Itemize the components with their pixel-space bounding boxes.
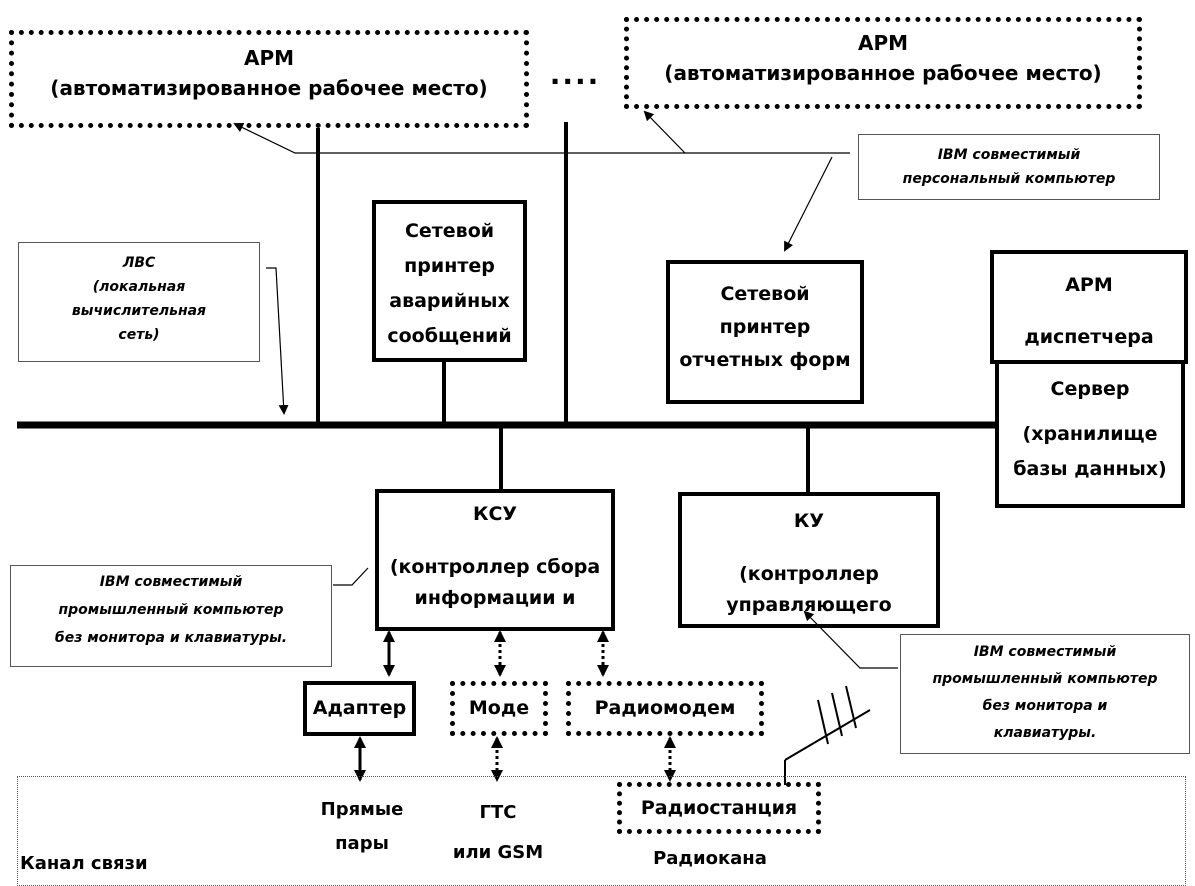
channel-label: Канал связи [20,853,148,874]
arm-dispatcher-line2: диспетчера [1024,326,1154,348]
pointer-pc-arm-right [643,110,686,154]
server-line3: базы данных) [1013,458,1167,480]
printer-reports-line1: Сетевой [720,283,810,305]
note-lan-line4: сеть) [118,327,160,343]
radiomodem-box: Радиомодем [566,681,764,736]
printer-alarm-line2: принтер [404,255,495,277]
server-line2: (хранилище [1022,423,1158,445]
arm-left-box: АРМ (автоматизированное рабочее место) [9,30,529,128]
ksu-line2: (контроллер сбора [389,556,601,578]
pointer-pc-printer [784,156,833,252]
server-box: Сервер (хранилище базы данных) [995,360,1185,508]
pointer-ind-right [803,610,898,669]
pointer-pc-arm [233,122,850,154]
note-pc: IBM совместимый персональный компьютер [858,134,1160,200]
arm-dispatcher-box: АРМ диспетчера [990,250,1188,364]
arm-right-subtitle: (автоматизированное рабочее место) [664,61,1102,85]
radio-channel-label: Радиокана [653,848,767,869]
direct-line2: пары [335,833,389,854]
ku-line3: управляющего [726,594,892,616]
radiostation-box: Радиостанция [617,782,821,834]
note-ind-left-line1: IBM совместимый [99,574,243,590]
arm-left-subtitle: (автоматизированное рабочее место) [50,76,488,100]
note-ind-left-line2: промышленный компьютер [58,602,284,618]
note-lan: ЛВС (локальная вычислительная сеть) [18,242,260,362]
antenna-icon [784,685,871,785]
printer-alarm-line1: Сетевой [404,220,495,242]
gts-line2: или GSM [452,842,544,863]
adapter-box: Адаптер [303,681,416,736]
gts-label: ГТС или GSM [430,793,566,873]
printer-reports-line2: принтер [719,316,811,338]
printer-reports-line3: отчетных форм [679,349,851,371]
server-line1: Сервер [1050,378,1130,400]
ku-line2: (контроллер [739,563,879,585]
note-industrial-left: IBM совместимый промышленный компьютер б… [10,565,332,667]
direct-line1: Прямые [320,799,404,820]
ksu-box: КСУ (контроллер сбора информации и [375,489,615,631]
pointer-lan [266,267,289,415]
ku-line1: КУ [793,510,825,532]
modem-label: Моде [468,697,530,719]
ksu-line1: КСУ [472,503,518,525]
gts-line1: ГТС [479,802,517,823]
arm-left-title: АРМ [243,46,295,70]
printer-reports-box: Сетевой принтер отчетных форм [666,260,864,404]
note-ind-right-line1: IBM совместимый [973,644,1117,660]
pointer-ind-left [333,567,369,586]
printer-alarm-line4: сообщений [387,325,512,347]
printer-alarm-line3: аварийных [389,290,510,312]
note-ind-right-line2: промышленный компьютер [932,671,1158,687]
note-pc-line2: персональный компьютер [902,171,1116,187]
printer-alarm-box: Сетевой принтер аварийных сообщений [372,200,527,362]
ksu-line3: информации и [414,587,576,609]
ellipsis: .... [549,58,601,91]
direct-pairs-label: Прямые пары [292,793,432,861]
arm-dispatcher-line1: АРМ [1065,274,1113,296]
arm-right-box: АРМ (автоматизированное рабочее место) [624,17,1142,109]
note-industrial-right: IBM совместимый промышленный компьютер б… [900,634,1190,754]
radiomodem-label: Радиомодем [594,697,736,719]
modem-box: Моде [450,681,548,736]
arm-right-title: АРМ [857,31,909,55]
note-lan-line2: (локальная [92,279,186,295]
note-ind-right-line4: клавиатуры. [993,725,1097,741]
note-lan-line1: ЛВС [122,255,156,271]
ku-box: КУ (контроллер управляющего [678,492,940,628]
radiostation-label: Радиостанция [640,797,798,819]
channel-area [17,776,1186,886]
adapter-label: Адаптер [312,697,407,719]
note-ind-left-line3: без монитора и клавиатуры. [54,630,288,646]
note-ind-right-line3: без монитора и [982,698,1108,714]
note-pc-line1: IBM совместимый [937,147,1081,163]
note-lan-line3: вычислительная [71,303,207,319]
